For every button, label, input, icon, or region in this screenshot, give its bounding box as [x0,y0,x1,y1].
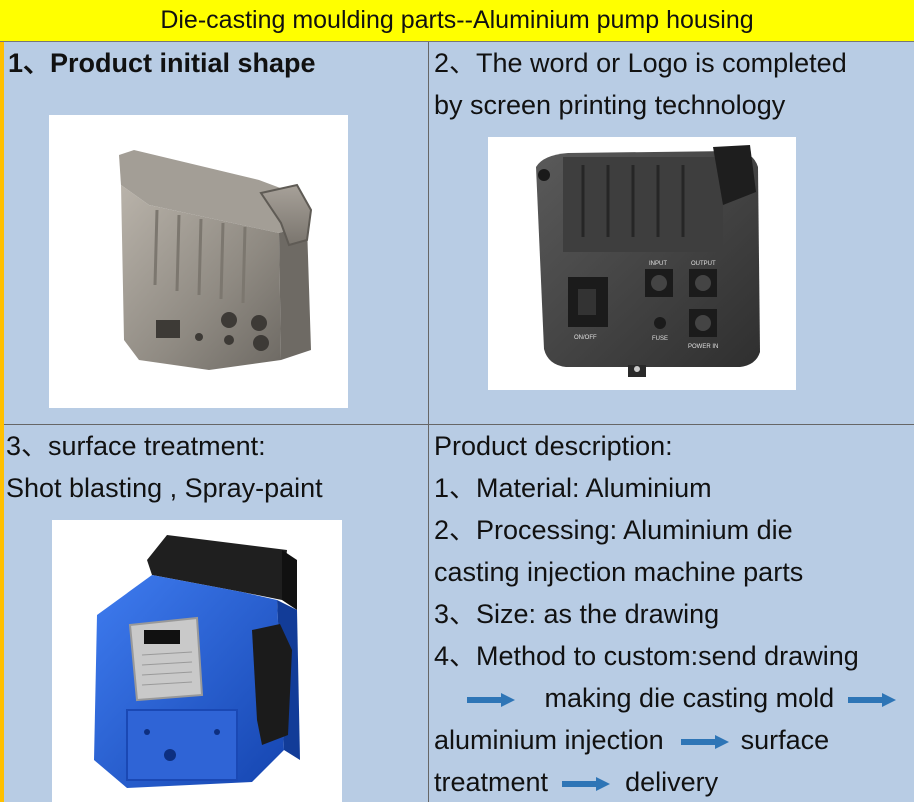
process-row-2: aluminium injection surface [434,719,829,761]
sheet-title: Die-casting moulding parts--Aluminium pu… [0,0,914,42]
surface-treatment-line-1: 3、surface treatment: [6,431,266,461]
label-input: INPUT [649,261,667,267]
step-delivery: delivery [625,767,719,797]
label-power-in: POWER IN [688,344,718,350]
screen-printing-line-1: 2、The word or Logo is completed [434,48,847,78]
cell-screen-printing: 2、The word or Logo is completed by scree… [429,42,914,425]
process-row-3: treatment delivery [434,761,718,803]
painted-housing-illustration [94,535,300,788]
label-onoff: ON/OFF [574,335,597,341]
cell-product-description: Product description: 1、Material: Alumini… [429,425,914,802]
printed-housing-illustration: INPUT OUTPUT ON/OFF FUSE POWER IN [536,145,760,377]
screen-printing-line-2: by screen printing technology [434,90,786,120]
cell-surface-treatment: 3、surface treatment: Shot blasting , Spr… [0,425,429,802]
step-mold: making die casting mold [544,683,835,713]
description-size: 3、Size: as the drawing [434,599,720,629]
label-fuse: FUSE [652,336,668,342]
arrow-right-icon [561,776,610,791]
description-processing-2: casting injection machine parts [434,557,804,587]
step-injection: aluminium injection [434,725,664,755]
step-surface: surface [740,725,830,755]
description-processing-1: 2、Processing: Aluminium die [434,515,793,545]
step-treatment: treatment [434,767,549,797]
arrow-right-icon [681,734,730,749]
description-method: 4、Method to custom:send drawing [434,641,859,671]
cell-initial-shape: 1、Product initial shape [0,42,429,425]
label-output: OUTPUT [691,261,716,267]
arrow-right-icon [847,692,896,707]
initial-shape-heading: 1、Product initial shape [8,48,316,78]
raw-casting-photo [49,115,348,408]
description-material: 1、Material: Aluminium [434,473,712,503]
painted-housing-photo [52,520,342,802]
raw-casting-illustration [119,150,313,370]
printed-housing-photo: INPUT OUTPUT ON/OFF FUSE POWER IN [488,137,796,390]
sheet-title-text: Die-casting moulding parts--Aluminium pu… [160,6,754,34]
surface-treatment-line-2: Shot blasting , Spray-paint [6,473,323,503]
process-row-1: making die casting mold [467,677,896,719]
arrow-right-icon [467,692,515,707]
description-heading: Product description: [434,431,673,461]
left-border-accent [0,42,4,802]
